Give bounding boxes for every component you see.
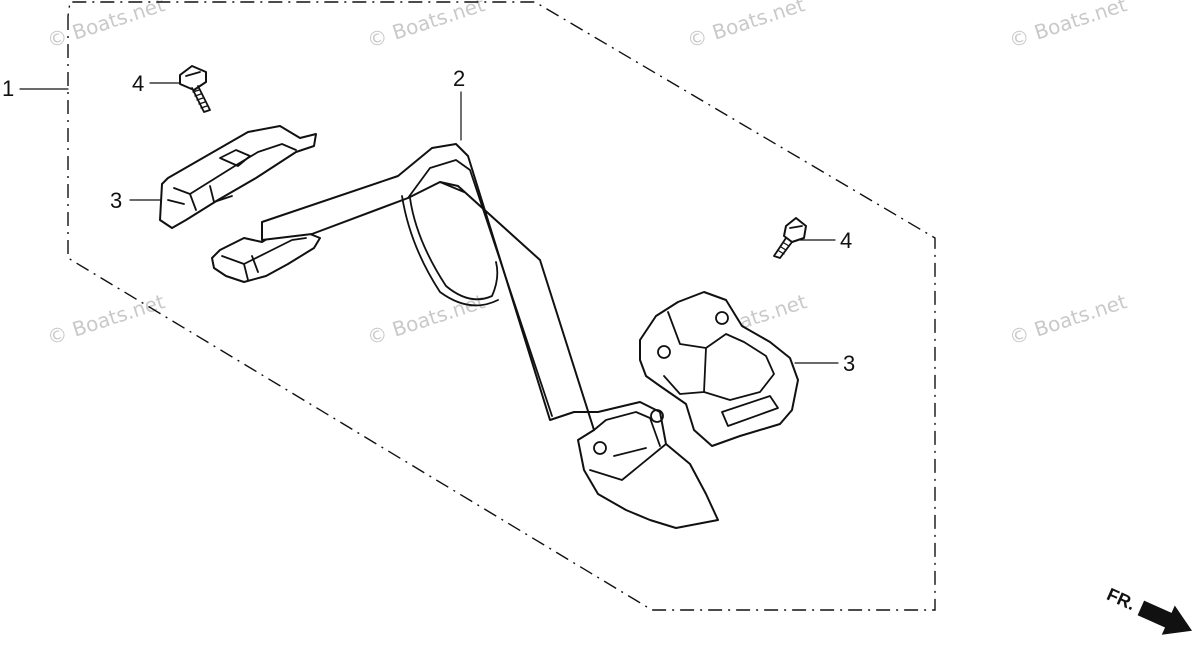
watermark: © Boats.net (364, 0, 488, 53)
clamp-end-left (211, 229, 321, 283)
callout-label: 4 (840, 228, 852, 253)
watermark: © Boats.net (1006, 289, 1130, 350)
callout-label: 4 (132, 71, 144, 96)
callout-4-left: 4 (132, 71, 186, 96)
assembly-boundary (67, 1, 936, 611)
clamp-3-right (639, 291, 799, 447)
clamp-3-left (159, 125, 317, 229)
front-direction-label: FR. (1104, 584, 1139, 614)
stay-bracket-2 (261, 143, 719, 529)
bolt-4-left (179, 65, 211, 113)
callout-label: 2 (453, 66, 465, 91)
front-direction-marker: FR. (1104, 584, 1193, 635)
callout-label: 3 (843, 351, 855, 376)
callout-label: 1 (2, 76, 14, 101)
watermark: © Boats.net (44, 289, 168, 350)
callout-3-left: 3 (110, 188, 161, 213)
callout-4-right: 4 (799, 228, 852, 253)
bolt-4-right (773, 217, 807, 259)
callout-label: 3 (110, 188, 122, 213)
callout-2: 2 (453, 66, 465, 141)
watermark: © Boats.net (44, 0, 168, 53)
callout-3-right: 3 (794, 351, 855, 376)
front-direction-arrow-icon (1137, 600, 1193, 635)
callout-1: 1 (2, 76, 69, 101)
watermark: © Boats.net (684, 0, 808, 53)
watermark: © Boats.net (1006, 0, 1130, 53)
